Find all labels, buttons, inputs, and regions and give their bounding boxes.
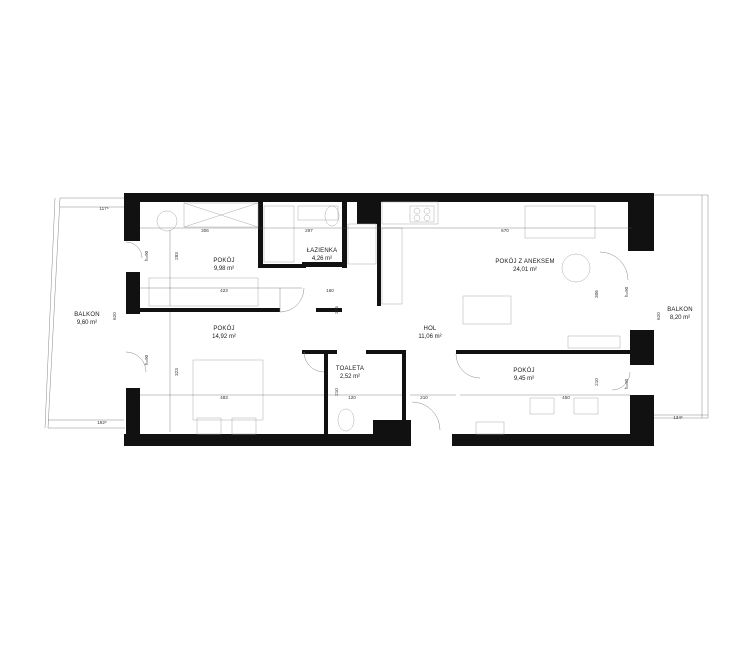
dimension-labels: 117⁶ 306 297 670 423 160 483 120 210 450… <box>97 206 683 425</box>
svg-text:192⁶: 192⁶ <box>97 420 107 425</box>
svg-text:210: 210 <box>334 388 339 396</box>
svg-text:9,98 m²: 9,98 m² <box>214 266 234 272</box>
svg-text:ŁAZIENKA: ŁAZIENKA <box>307 248 338 254</box>
svg-text:h=90: h=90 <box>144 250 149 261</box>
svg-text:9,60 m²: 9,60 m² <box>77 320 97 326</box>
svg-text:BALKON: BALKON <box>74 312 100 318</box>
room-pokoj-3: POKÓJ 9,45 m² <box>513 367 534 382</box>
svg-text:11,06 m²: 11,06 m² <box>418 334 441 340</box>
svg-text:h=90: h=90 <box>144 354 149 365</box>
svg-text:TOALETA: TOALETA <box>336 366 364 372</box>
svg-text:483: 483 <box>220 395 228 400</box>
outer-walls <box>124 193 654 446</box>
svg-text:210: 210 <box>420 395 428 400</box>
svg-text:8,20 m²: 8,20 m² <box>670 315 690 321</box>
svg-text:670: 670 <box>501 228 509 233</box>
svg-text:210: 210 <box>594 378 599 386</box>
svg-text:160: 160 <box>326 288 334 293</box>
svg-text:306: 306 <box>201 228 209 233</box>
svg-text:283: 283 <box>174 252 179 260</box>
svg-text:620: 620 <box>656 312 661 320</box>
svg-text:24,01 m²: 24,01 m² <box>513 267 537 273</box>
room-pokoj-1: POKÓJ 9,98 m² <box>213 257 234 272</box>
furniture <box>148 201 621 435</box>
doors <box>125 241 631 431</box>
svg-text:h=90: h=90 <box>624 378 629 389</box>
svg-text:297: 297 <box>305 228 313 233</box>
svg-text:14,92 m²: 14,92 m² <box>212 334 236 340</box>
balcony-left <box>44 197 125 429</box>
interior-walls <box>140 202 632 438</box>
svg-text:4,26 m²: 4,26 m² <box>312 256 332 262</box>
svg-text:323: 323 <box>174 368 179 376</box>
svg-text:9,45 m²: 9,45 m² <box>514 376 534 382</box>
svg-text:POKÓJ: POKÓJ <box>513 367 534 374</box>
room-hol: HOL 11,06 m² <box>418 326 441 340</box>
balcony-right <box>652 194 709 419</box>
svg-text:BALKON: BALKON <box>667 307 693 313</box>
room-pokoj-z-aneksem: POKÓJ Z ANEKSEM 24,01 m² <box>495 258 554 273</box>
svg-text:POKÓJ: POKÓJ <box>213 325 234 332</box>
balcony-left-label: BALKON 9,60 m² <box>74 312 100 326</box>
svg-text:620: 620 <box>112 312 117 320</box>
svg-text:117⁶: 117⁶ <box>99 206 108 211</box>
room-pokoj-2: POKÓJ 14,92 m² <box>212 325 236 340</box>
room-lazienka: ŁAZIENKA 4,26 m² <box>307 248 338 262</box>
svg-text:h=90: h=90 <box>624 286 629 297</box>
svg-text:120: 120 <box>348 395 356 400</box>
svg-text:POKÓJ: POKÓJ <box>213 257 234 264</box>
dimension-lines <box>48 206 708 432</box>
svg-text:306: 306 <box>594 290 599 298</box>
room-toaleta: TOALETA 2,52 m² <box>336 366 364 380</box>
svg-text:226: 226 <box>334 306 339 314</box>
svg-text:134⁶: 134⁶ <box>673 415 683 420</box>
svg-text:2,52 m²: 2,52 m² <box>340 374 360 380</box>
svg-text:423: 423 <box>220 288 228 293</box>
svg-text:HOL: HOL <box>424 326 437 332</box>
balcony-right-label: BALKON 8,20 m² <box>667 307 693 321</box>
svg-text:POKÓJ Z ANEKSEM: POKÓJ Z ANEKSEM <box>495 258 554 265</box>
svg-text:450: 450 <box>562 395 570 400</box>
